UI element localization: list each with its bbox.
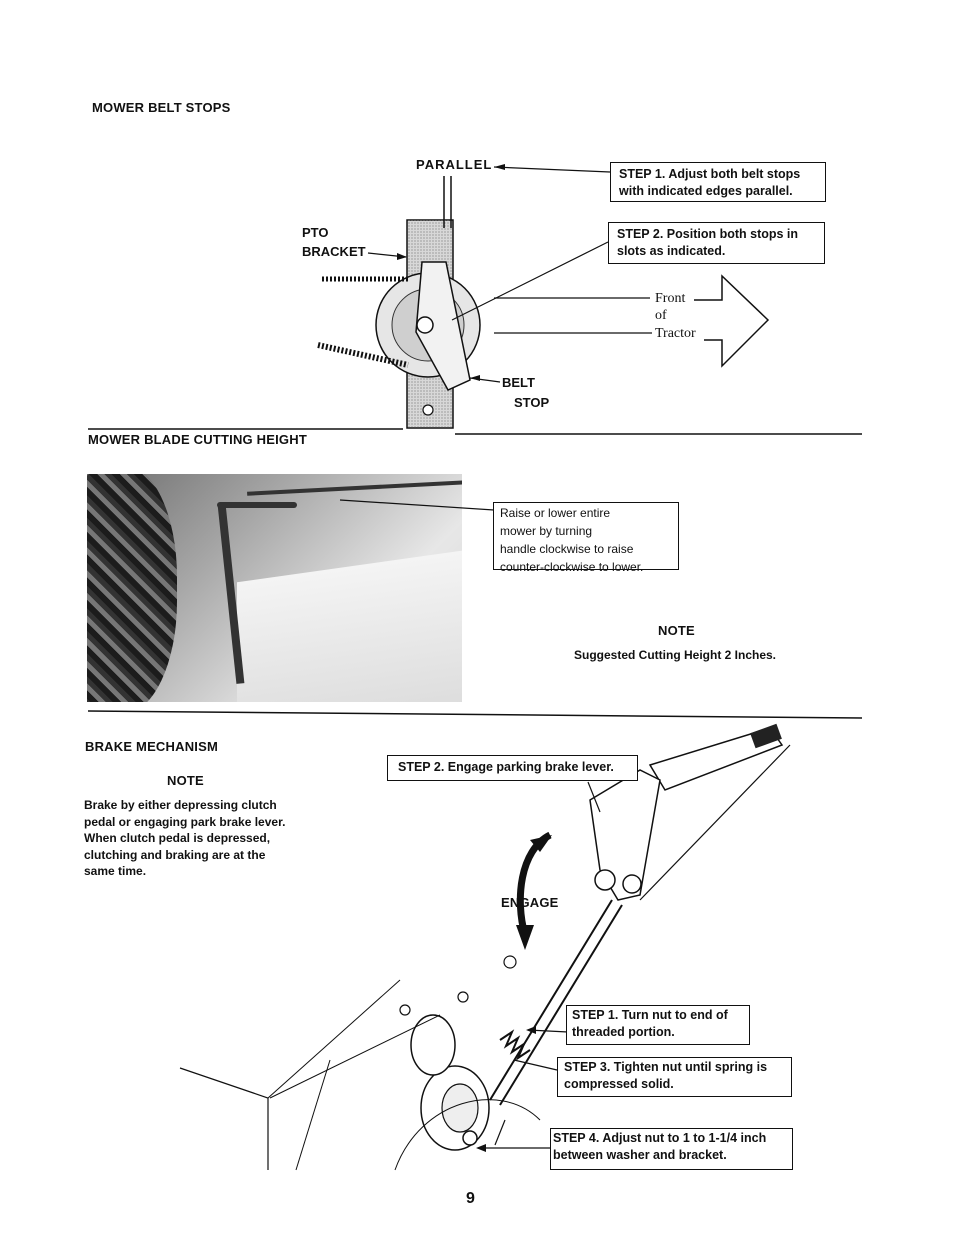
- section-title-belt-stops: MOWER BELT STOPS: [92, 100, 231, 115]
- cutting-note-text: Suggested Cutting Height 2 Inches.: [574, 648, 777, 662]
- of-label: of: [655, 308, 667, 323]
- engage-arrow: [516, 831, 552, 936]
- raise-lower-line2: mower by turning: [500, 524, 593, 538]
- section-title-brake: BRAKE MECHANISM: [85, 739, 218, 754]
- parallel-label: PARALLEL: [416, 157, 493, 172]
- brake-note-line1: Brake by either depressing clutch: [84, 798, 277, 812]
- brake-note-line4: clutching and braking are at the: [84, 847, 266, 862]
- cutting-note-heading: NOTE: [658, 623, 695, 638]
- brake-note-heading: NOTE: [167, 773, 204, 788]
- step1-brake-line2: threaded portion.: [572, 1025, 675, 1039]
- lever-bracket: [589, 769, 661, 901]
- step4-brake-line2: between washer and bracket.: [553, 1148, 727, 1162]
- tire-image: [87, 474, 177, 702]
- front-label: Front: [655, 291, 686, 306]
- brake-note-line5: same time.: [84, 864, 147, 878]
- tractor-label: Tractor: [655, 326, 696, 341]
- engage-label: ENGAGE: [501, 895, 559, 910]
- bracket-label: BRACKET: [302, 244, 366, 259]
- raise-lower-line3: handle clockwise to raise: [500, 542, 634, 556]
- section-title-cutting-height: MOWER BLADE CUTTING HEIGHT: [88, 432, 307, 447]
- raise-lower-line4: counter-clockwise to lower.: [500, 560, 644, 574]
- step2-belt-stops-callout: STEP 2. Position both stops in slots as …: [608, 222, 825, 264]
- belt-label: BELT: [502, 375, 535, 390]
- brake-note-line2: pedal or engaging park brake lever.: [84, 814, 286, 829]
- step1-belt-line2: with indicated edges parallel.: [619, 184, 793, 198]
- belt-stop-plate: [415, 261, 471, 391]
- step3-brake-line2: compressed solid.: [564, 1077, 674, 1091]
- step1-belt-line1: STEP 1. Adjust both belt stops: [619, 167, 801, 181]
- pto-label: PTO: [302, 225, 329, 240]
- front-arrow: [694, 274, 770, 368]
- step4-brake-callout: STEP 4. Adjust nut to 1 to 1-1/4 inch be…: [550, 1128, 793, 1170]
- belt-stop-bolt: [416, 316, 434, 334]
- brake-spring: [499, 1029, 531, 1061]
- adjust-handle-grip: [217, 502, 297, 508]
- page-number: 9: [466, 1190, 475, 1207]
- cutting-height-photo: [87, 474, 462, 702]
- step2-brake-callout: STEP 2. Engage parking brake lever.: [387, 755, 638, 781]
- step2-belt-line1: STEP 2. Position both stops in: [617, 227, 799, 241]
- step3-brake-line1: STEP 3. Tighten nut until spring is: [564, 1060, 768, 1074]
- brake-note-text: Brake by either depressing clutch pedal …: [84, 797, 306, 880]
- step1-brake-callout: STEP 1. Turn nut to end of threaded port…: [566, 1005, 750, 1045]
- step3-brake-callout: STEP 3. Tighten nut until spring is comp…: [557, 1057, 792, 1097]
- step1-belt-stops-callout: STEP 1. Adjust both belt stops with indi…: [610, 162, 826, 202]
- step2-belt-line2: slots as indicated.: [617, 244, 726, 258]
- brake-note-line3: When clutch pedal is depressed,: [84, 831, 271, 845]
- raise-lower-line1: Raise or lower entire: [500, 506, 611, 520]
- step2-brake-text: STEP 2. Engage parking brake lever.: [398, 760, 614, 774]
- step4-brake-line1: STEP 4. Adjust nut to 1 to 1-1/4 inch: [553, 1131, 767, 1145]
- stop-label: STOP: [514, 395, 550, 410]
- raise-lower-callout: Raise or lower entire mower by turning h…: [493, 502, 679, 574]
- step1-brake-line1: STEP 1. Turn nut to end of: [572, 1008, 728, 1022]
